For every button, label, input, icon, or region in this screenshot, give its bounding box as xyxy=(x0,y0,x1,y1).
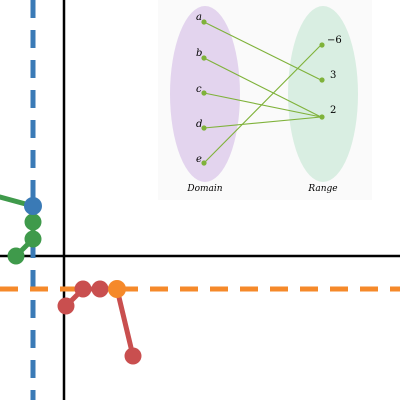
blue-point xyxy=(24,197,42,215)
red-curve xyxy=(63,286,136,359)
domain-label-c: c xyxy=(196,84,202,95)
green-point xyxy=(7,247,25,265)
red-point xyxy=(124,347,142,365)
green-point xyxy=(24,213,42,231)
red-point xyxy=(91,280,109,298)
range-label-3: 3 xyxy=(330,70,336,81)
range-dot-2 xyxy=(319,114,325,120)
arrow-e-to-neg6 xyxy=(203,44,322,164)
arrow-c-to-2 xyxy=(203,92,322,118)
arrow-d-to-2 xyxy=(203,116,322,129)
range-dot-3 xyxy=(319,77,325,83)
mapping-diagram: a b c d e −6 3 2 Domain Range xyxy=(158,0,372,200)
arrow-a-to-3 xyxy=(203,21,322,81)
range-dot-neg6 xyxy=(319,42,325,48)
domain-title: Domain xyxy=(186,184,222,194)
red-point xyxy=(74,280,92,298)
domain-label-a: a xyxy=(196,12,202,23)
domain-dot-a xyxy=(201,19,207,25)
range-oval xyxy=(288,6,358,182)
mapping-arrows xyxy=(203,21,322,164)
arrow-b-to-2 xyxy=(203,57,322,118)
orange-point xyxy=(108,280,126,298)
green-point xyxy=(24,230,42,248)
domain-dot-c xyxy=(201,90,207,96)
range-label-neg6: −6 xyxy=(327,35,342,46)
range-label-2: 2 xyxy=(330,105,336,116)
domain-label-b: b xyxy=(196,48,202,59)
domain-label-d: d xyxy=(196,119,202,130)
domain-dot-d xyxy=(201,125,207,131)
red-point xyxy=(57,297,75,315)
domain-label-e: e xyxy=(196,154,202,165)
domain-dot-e xyxy=(201,160,207,166)
range-title: Range xyxy=(307,184,337,194)
domain-dot-b xyxy=(201,55,207,61)
